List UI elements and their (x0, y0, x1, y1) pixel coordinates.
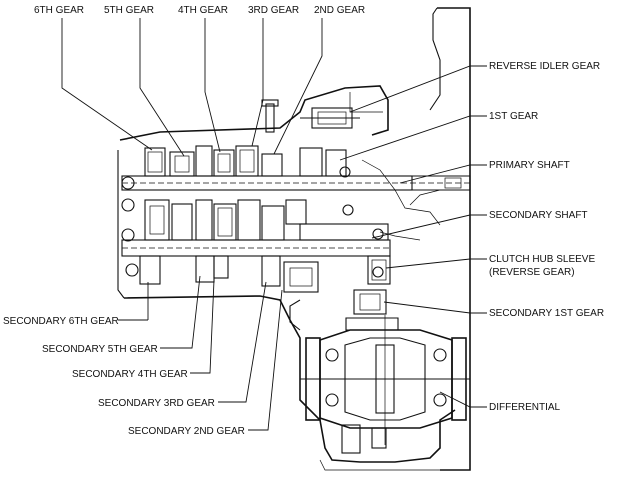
right-component-labels: REVERSE IDLER GEAR 1ST GEAR PRIMARY SHAF… (489, 61, 604, 413)
label-secondary-4th-gear: SECONDARY 4TH GEAR (72, 369, 188, 380)
label-secondary-5th-gear: SECONDARY 5TH GEAR (42, 344, 158, 355)
label-differential: DIFFERENTIAL (489, 402, 561, 413)
top-gear-labels: 6TH GEAR 5TH GEAR 4TH GEAR 3RD GEAR 2ND … (34, 5, 365, 16)
bearings (121, 166, 447, 407)
left-secondary-labels: SECONDARY 6TH GEAR SECONDARY 5TH GEAR SE… (3, 316, 245, 437)
leader-secondary-2nd-gear (248, 289, 283, 431)
leader-3rd-gear (251, 18, 264, 147)
leader-secondary-3rd-gear (218, 281, 267, 403)
label-3rd-gear: 3RD GEAR (248, 5, 299, 16)
leader-4th-gear (204, 18, 221, 153)
label-secondary-shaft: SECONDARY SHAFT (489, 210, 588, 221)
leader-lines (61, 18, 487, 431)
leader-primary-shaft (399, 164, 487, 184)
label-6th-gear: 6TH GEAR (34, 5, 84, 16)
differential (300, 315, 470, 454)
leader-secondary-shaft (371, 214, 487, 239)
primary-gear-stack (144, 99, 360, 177)
leader-clutch-hub-sleeve (385, 258, 487, 269)
leader-secondary-1st-gear (383, 301, 487, 314)
leader-secondary-5th-gear (160, 275, 201, 349)
leader-1st-gear (339, 115, 487, 161)
label-secondary-2nd-gear: SECONDARY 2ND GEAR (128, 426, 245, 437)
transaxle-housing (117, 7, 471, 471)
label-reverse-gear: (REVERSE GEAR) (489, 267, 575, 278)
label-4th-gear: 4TH GEAR (178, 5, 228, 16)
label-secondary-6th-gear: SECONDARY 6TH GEAR (3, 316, 119, 327)
secondary-gear-stack (139, 199, 391, 315)
leader-6th-gear (61, 18, 153, 151)
label-reverse-idler-gear: REVERSE IDLER GEAR (489, 61, 600, 72)
label-2nd-gear: 2ND GEAR (314, 5, 365, 16)
label-clutch-hub-sleeve: CLUTCH HUB SLEEVE (489, 254, 595, 265)
leader-2nd-gear (273, 18, 323, 155)
leader-5th-gear (139, 18, 185, 157)
label-primary-shaft: PRIMARY SHAFT (489, 160, 570, 171)
label-5th-gear: 5TH GEAR (104, 5, 154, 16)
leader-differential (439, 391, 487, 408)
label-secondary-1st-gear: SECONDARY 1ST GEAR (489, 308, 604, 319)
label-secondary-3rd-gear: SECONDARY 3RD GEAR (98, 398, 215, 409)
leader-secondary-4th-gear (190, 279, 215, 374)
label-1st-gear: 1ST GEAR (489, 111, 538, 122)
leader-reverse-idler-gear (349, 65, 487, 113)
